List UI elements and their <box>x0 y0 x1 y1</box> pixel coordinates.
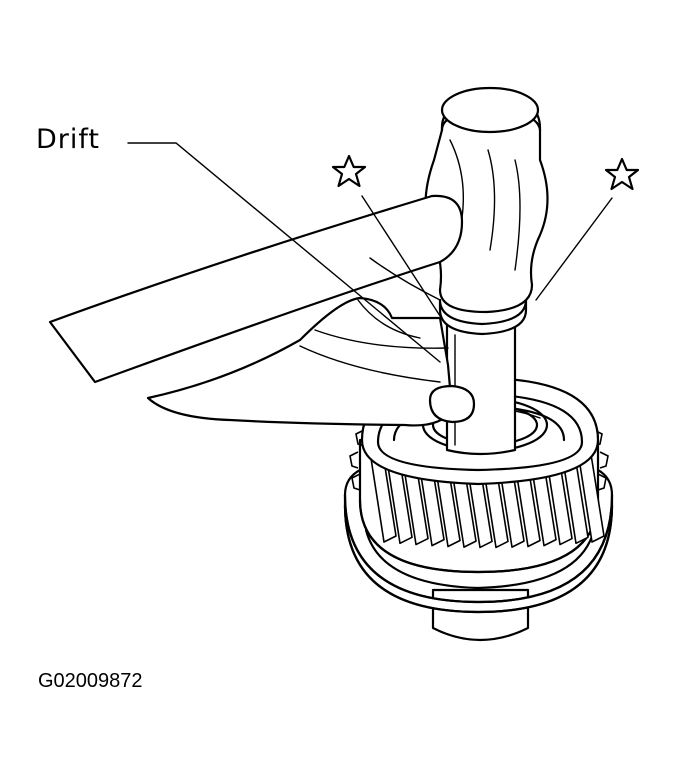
right-star-leader-line <box>535 197 613 301</box>
left-star-leader-line <box>361 195 445 323</box>
figure-id: G02009872 <box>38 670 143 692</box>
drift-tool <box>424 86 549 456</box>
gear-rim-tooth <box>597 473 607 491</box>
drift-label: Drift <box>36 124 101 155</box>
bottom-flange <box>343 468 614 614</box>
hand <box>48 194 476 427</box>
gear-rim-tooth <box>349 451 359 469</box>
drift-leader-line <box>127 142 441 363</box>
gear-rim-tooth <box>355 429 365 447</box>
star-marker-icon <box>604 157 640 191</box>
gear-rim-tooth <box>351 473 361 491</box>
shaft-stub <box>431 588 530 642</box>
star-marker-icon <box>331 154 367 188</box>
gear-rim-tooth <box>599 451 609 469</box>
